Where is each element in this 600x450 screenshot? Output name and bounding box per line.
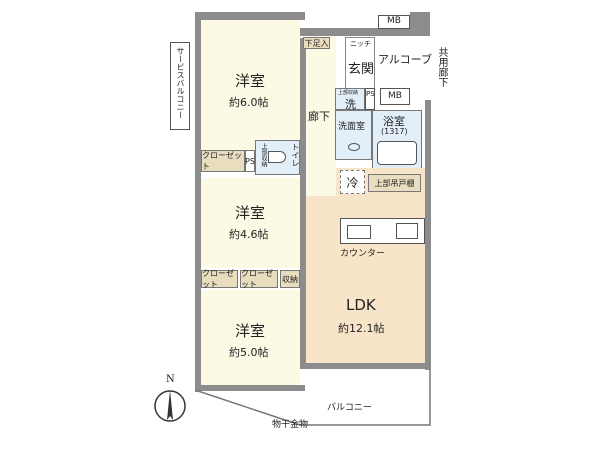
alcove: アルコーブ bbox=[376, 45, 432, 80]
service-balcony-label: サービスバルコニー bbox=[176, 47, 185, 119]
upper-cabinet: 上部吊戸棚 bbox=[368, 174, 421, 192]
room-size: 約6.0帖 bbox=[229, 96, 269, 109]
upper-storage-label: 上部収納 bbox=[260, 143, 267, 167]
toilet[interactable]: 上部収納 トイレ bbox=[255, 140, 300, 175]
balcony-label: バルコニー bbox=[327, 403, 372, 413]
corridor: 廊下 bbox=[306, 36, 336, 196]
shoe-storage[interactable]: 下足入 bbox=[303, 37, 330, 49]
kitchen-counter bbox=[340, 218, 425, 244]
corridor-label: 廊下 bbox=[308, 110, 330, 123]
entrance: ニッチ 玄関 bbox=[345, 37, 375, 89]
bathtub-icon bbox=[377, 141, 417, 165]
bedroom-3: 洋室 約5.0帖 bbox=[201, 290, 300, 385]
wall bbox=[300, 28, 430, 36]
wall bbox=[300, 38, 306, 368]
toilet-label: トイレ bbox=[291, 143, 300, 167]
niche-label: ニッチ bbox=[350, 40, 371, 48]
washer-space: 上部収納 洗 bbox=[335, 88, 365, 111]
entrance-label: 玄関 bbox=[348, 62, 375, 77]
wall bbox=[195, 385, 305, 391]
washer-label: 洗 bbox=[345, 98, 356, 111]
bathroom-label: 浴室 bbox=[383, 115, 405, 128]
common-corridor: 共用廊下 bbox=[432, 45, 448, 105]
alcove-label: アルコーブ bbox=[378, 53, 433, 66]
compass-icon bbox=[154, 390, 186, 422]
sink-icon bbox=[348, 143, 360, 151]
toilet-icon bbox=[268, 151, 286, 163]
washroom[interactable]: 洗面室 bbox=[335, 110, 372, 160]
stove-icon bbox=[396, 223, 418, 239]
room-name: 洋室 bbox=[235, 204, 266, 222]
meter-box-top: MB bbox=[378, 15, 410, 29]
bedroom-2: 洋室 約4.6帖 bbox=[201, 178, 300, 268]
fridge-space: 冷 bbox=[340, 170, 365, 194]
meter-box-mid: MB bbox=[380, 88, 410, 105]
north-label: N bbox=[166, 374, 175, 385]
bedroom-1: 洋室 約6.0帖 bbox=[201, 20, 300, 150]
closet-2[interactable]: クローゼット bbox=[201, 269, 238, 289]
storage[interactable]: 収納 bbox=[280, 270, 300, 288]
drying-hardware-label: 物干金物 bbox=[272, 420, 309, 430]
bath-size-label: (1317) bbox=[381, 127, 408, 136]
room-size: 約4.6帖 bbox=[229, 228, 269, 241]
closet-1[interactable]: クローゼット bbox=[201, 150, 245, 172]
wall bbox=[195, 12, 201, 392]
room-size: 約12.1帖 bbox=[338, 322, 385, 335]
wall bbox=[410, 12, 430, 32]
closet-3[interactable]: クローゼット bbox=[240, 269, 278, 289]
wall bbox=[195, 12, 305, 20]
kitchen-sink-icon bbox=[347, 225, 371, 239]
ps-wash: PS bbox=[365, 88, 375, 110]
counter-label: カウンター bbox=[340, 249, 386, 259]
bathroom[interactable]: 浴室 (1317) bbox=[372, 110, 422, 170]
washroom-label: 洗面室 bbox=[338, 122, 366, 132]
room-size: 約5.0帖 bbox=[229, 346, 269, 359]
room-name: LDK bbox=[346, 296, 376, 314]
upper-storage-label: 上部収納 bbox=[338, 90, 359, 96]
ps-toilet: PS bbox=[245, 150, 255, 172]
common-corridor-label: 共用廊下 bbox=[436, 47, 447, 87]
room-name: 洋室 bbox=[235, 322, 266, 340]
room-name: 洋室 bbox=[235, 72, 266, 90]
wall bbox=[300, 363, 430, 369]
balcony-outline bbox=[194, 370, 431, 426]
service-balcony: サービスバルコニー bbox=[170, 42, 190, 130]
wall bbox=[425, 100, 431, 370]
